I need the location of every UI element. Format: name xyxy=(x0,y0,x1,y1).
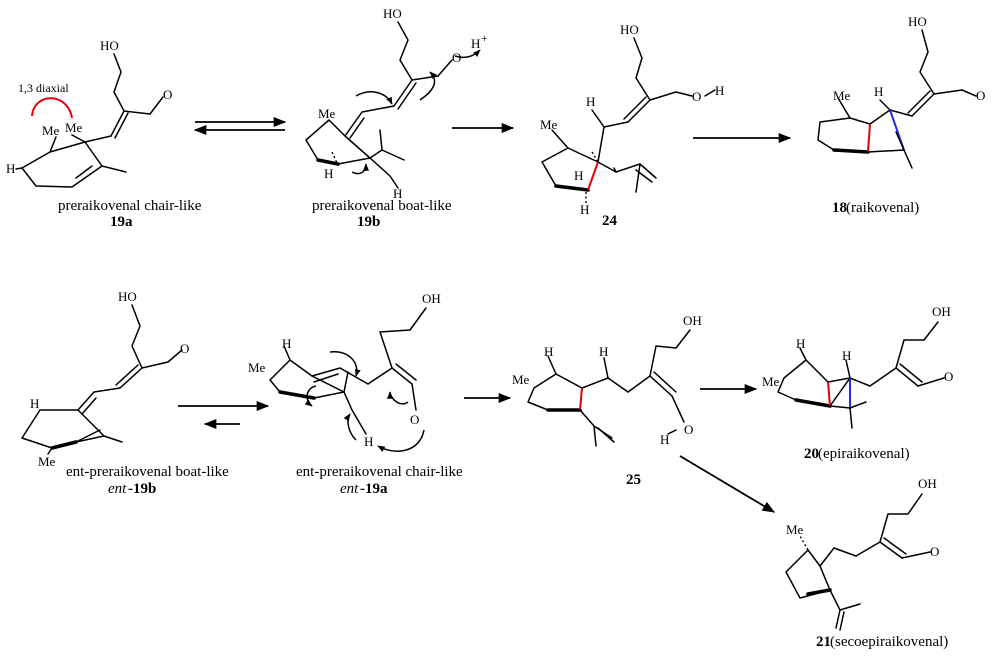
compound-24: HO O H H Me H H 24 xyxy=(540,22,724,229)
compound-21: OH O Me 21 (secoepiraikovenal) xyxy=(785,476,948,650)
atom-HO-ent19b: HO xyxy=(118,289,137,304)
compound-19a: HO O Me Me H 1,3 diaxial preraikovenal c… xyxy=(6,38,202,230)
atom-H-ent19b: H xyxy=(30,396,39,411)
atom-H-19b-2: H xyxy=(393,186,402,201)
number-ent19b: -19b xyxy=(128,481,156,497)
atom-H-ent19a-1: H xyxy=(282,336,291,351)
atom-O-21: O xyxy=(930,544,939,559)
atom-H-24-1: H xyxy=(574,168,583,183)
atom-OH-20: OH xyxy=(932,304,951,319)
number-25: 25 xyxy=(626,472,641,488)
atom-H-19a: H xyxy=(6,161,15,176)
atom-Me-19b: Me xyxy=(318,106,336,121)
atom-Me-19a-2: Me xyxy=(65,120,83,135)
number-19a: 19a xyxy=(110,214,133,230)
atom-Me-24: Me xyxy=(540,117,558,132)
number-24: 24 xyxy=(602,213,618,229)
caption-ent19a: ent-preraikovenal chair-like xyxy=(296,464,463,480)
atom-H-24-2: H xyxy=(580,202,589,217)
atom-Me-25: Me xyxy=(512,372,530,387)
atom-H-plus: H xyxy=(471,36,480,51)
name-20: (epiraikovenal) xyxy=(818,446,910,462)
atom-H-25-enol: H xyxy=(660,432,669,447)
number-18: 18 xyxy=(832,200,847,216)
compound-18: HO O H Me 18 (raikovenal) xyxy=(817,14,985,216)
atom-OH-25: OH xyxy=(683,313,702,328)
diaxial-arc xyxy=(31,97,73,119)
atom-H-25-vinyl: H xyxy=(599,344,608,359)
number-19b: 19b xyxy=(357,214,380,230)
diaxial-label: 1,3 diaxial xyxy=(18,81,69,95)
caption-ent19b: ent-preraikovenal boat-like xyxy=(66,464,229,480)
number-20: 20 xyxy=(804,446,819,462)
compound-ent-19b: HO O H Me ent-preraikovenal boat-like en… xyxy=(21,289,229,497)
atom-Me-19a-1: Me xyxy=(42,123,60,138)
atom-O-ent19b: O xyxy=(180,341,189,356)
atom-O-20: O xyxy=(944,369,953,384)
atom-H-19b-1: H xyxy=(324,166,333,181)
charge-plus: + xyxy=(481,31,488,45)
atom-H-25-ring: H xyxy=(544,344,553,359)
atom-H-20-2: H xyxy=(796,336,805,351)
number-21: 21 xyxy=(816,634,831,650)
atom-O-19b: O xyxy=(452,50,461,65)
atom-O-24: O xyxy=(692,89,701,104)
caption-19a: preraikovenal chair-like xyxy=(58,198,202,214)
atom-HO-19a: HO xyxy=(100,38,119,53)
atom-Me-ent19a: Me xyxy=(248,360,266,375)
atom-Me-18: Me xyxy=(833,88,851,103)
atom-H-18: H xyxy=(874,84,883,99)
prefix-ent19a: ent xyxy=(340,481,359,497)
atom-H-24-vinyl: H xyxy=(586,94,595,109)
atom-HO-19b: HO xyxy=(383,6,402,21)
atom-H-ent19a-2: H xyxy=(364,434,373,449)
atom-Me-20: Me xyxy=(762,374,780,389)
atom-O-18: O xyxy=(976,88,985,103)
number-ent19a: -19a xyxy=(360,481,388,497)
atom-OH-21: OH xyxy=(918,476,937,491)
prefix-ent19b: ent xyxy=(108,481,127,497)
compound-ent-19a: OH O H Me H ent-preraikovenal chair-like… xyxy=(248,291,463,497)
compound-19b: HO O H + Me H H preraikovenal boat-like … xyxy=(305,6,488,230)
name-21: (secoepiraikovenal) xyxy=(830,634,948,650)
atom-O-25: O xyxy=(684,422,693,437)
atom-Me-21: Me xyxy=(786,522,804,537)
atom-HO-18: HO xyxy=(908,14,927,29)
atom-H-24-enol: H xyxy=(715,83,724,98)
atom-H-20-1: H xyxy=(842,348,851,363)
atom-OH-ent19a: OH xyxy=(422,291,441,306)
atom-O-19a: O xyxy=(163,87,172,102)
reaction-arrow-25-21 xyxy=(679,455,776,513)
atom-O-ent19a: O xyxy=(410,412,419,427)
caption-19b: preraikovenal boat-like xyxy=(312,198,452,214)
compound-20: OH O H H Me 20 (epiraikovenal) xyxy=(762,304,953,462)
atom-Me-ent19b: Me xyxy=(38,454,56,469)
compound-25: OH O H H H Me 25 xyxy=(512,313,702,488)
name-18: (raikovenal) xyxy=(846,200,919,216)
atom-HO-24: HO xyxy=(620,22,639,37)
